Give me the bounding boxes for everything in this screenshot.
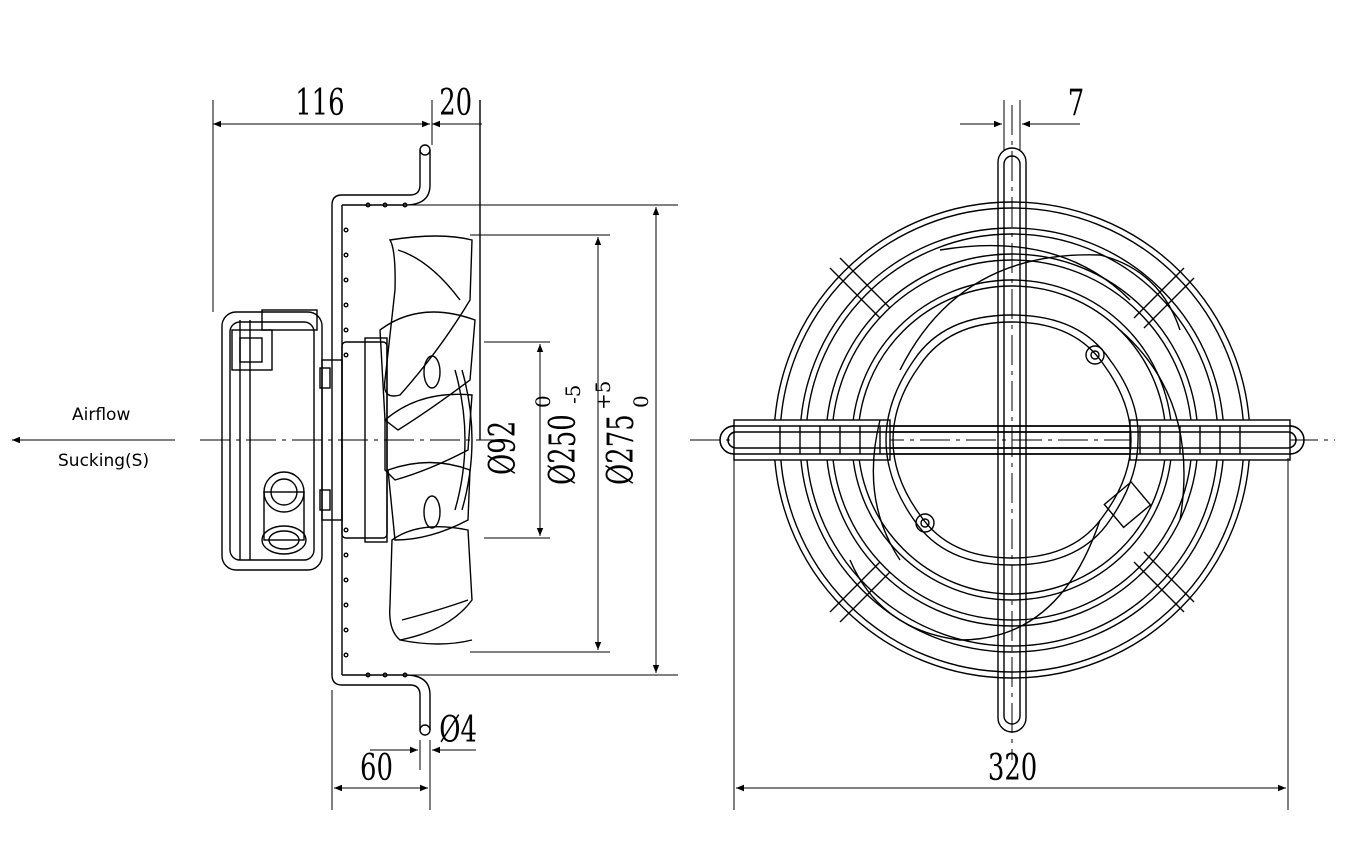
hub-front: [885, 314, 1139, 566]
dim-ring-tol-lower: 0: [629, 395, 653, 408]
airflow-mode-label: Sucking(S): [58, 451, 149, 471]
blades: [379, 235, 476, 645]
dim-blade-dia: Ø250: [543, 414, 584, 485]
dim-guard-width: 320: [988, 748, 1037, 789]
airflow-label: Airflow: [72, 405, 130, 425]
dim-hub-dia: Ø92: [483, 421, 524, 475]
dim-guard-offset: 20: [439, 83, 472, 124]
dim-blade-tol-lower: -5: [561, 385, 585, 404]
side-dimension-labels: 116 20 60 Ø4 Ø92 Ø250 0 -5 Ø275 +5 0 Air…: [58, 83, 653, 789]
dim-hole-dia: Ø4: [439, 710, 477, 751]
dim-motor-length: 116: [295, 83, 344, 124]
fan-blades-front: [849, 244, 1185, 641]
cable-gland: [261, 471, 307, 555]
dim-rod-width: 7: [1068, 83, 1084, 124]
side-dimensions: [12, 100, 678, 810]
flange-holes: [343, 202, 408, 678]
dim-ring-tol-upper: +5: [591, 381, 615, 410]
dim-ring-dia: Ø275: [601, 414, 642, 485]
guard-rods: [719, 147, 1305, 733]
side-view: [200, 100, 500, 736]
front-view: [690, 105, 1335, 760]
front-dimension-labels: 7 320: [988, 83, 1084, 789]
dim-flange-depth: 60: [360, 748, 393, 789]
front-dimensions: [733, 100, 1289, 810]
mount-bolts: [915, 345, 1152, 533]
guard-brackets: [829, 257, 1195, 623]
dim-blade-tol-upper: 0: [531, 395, 555, 408]
